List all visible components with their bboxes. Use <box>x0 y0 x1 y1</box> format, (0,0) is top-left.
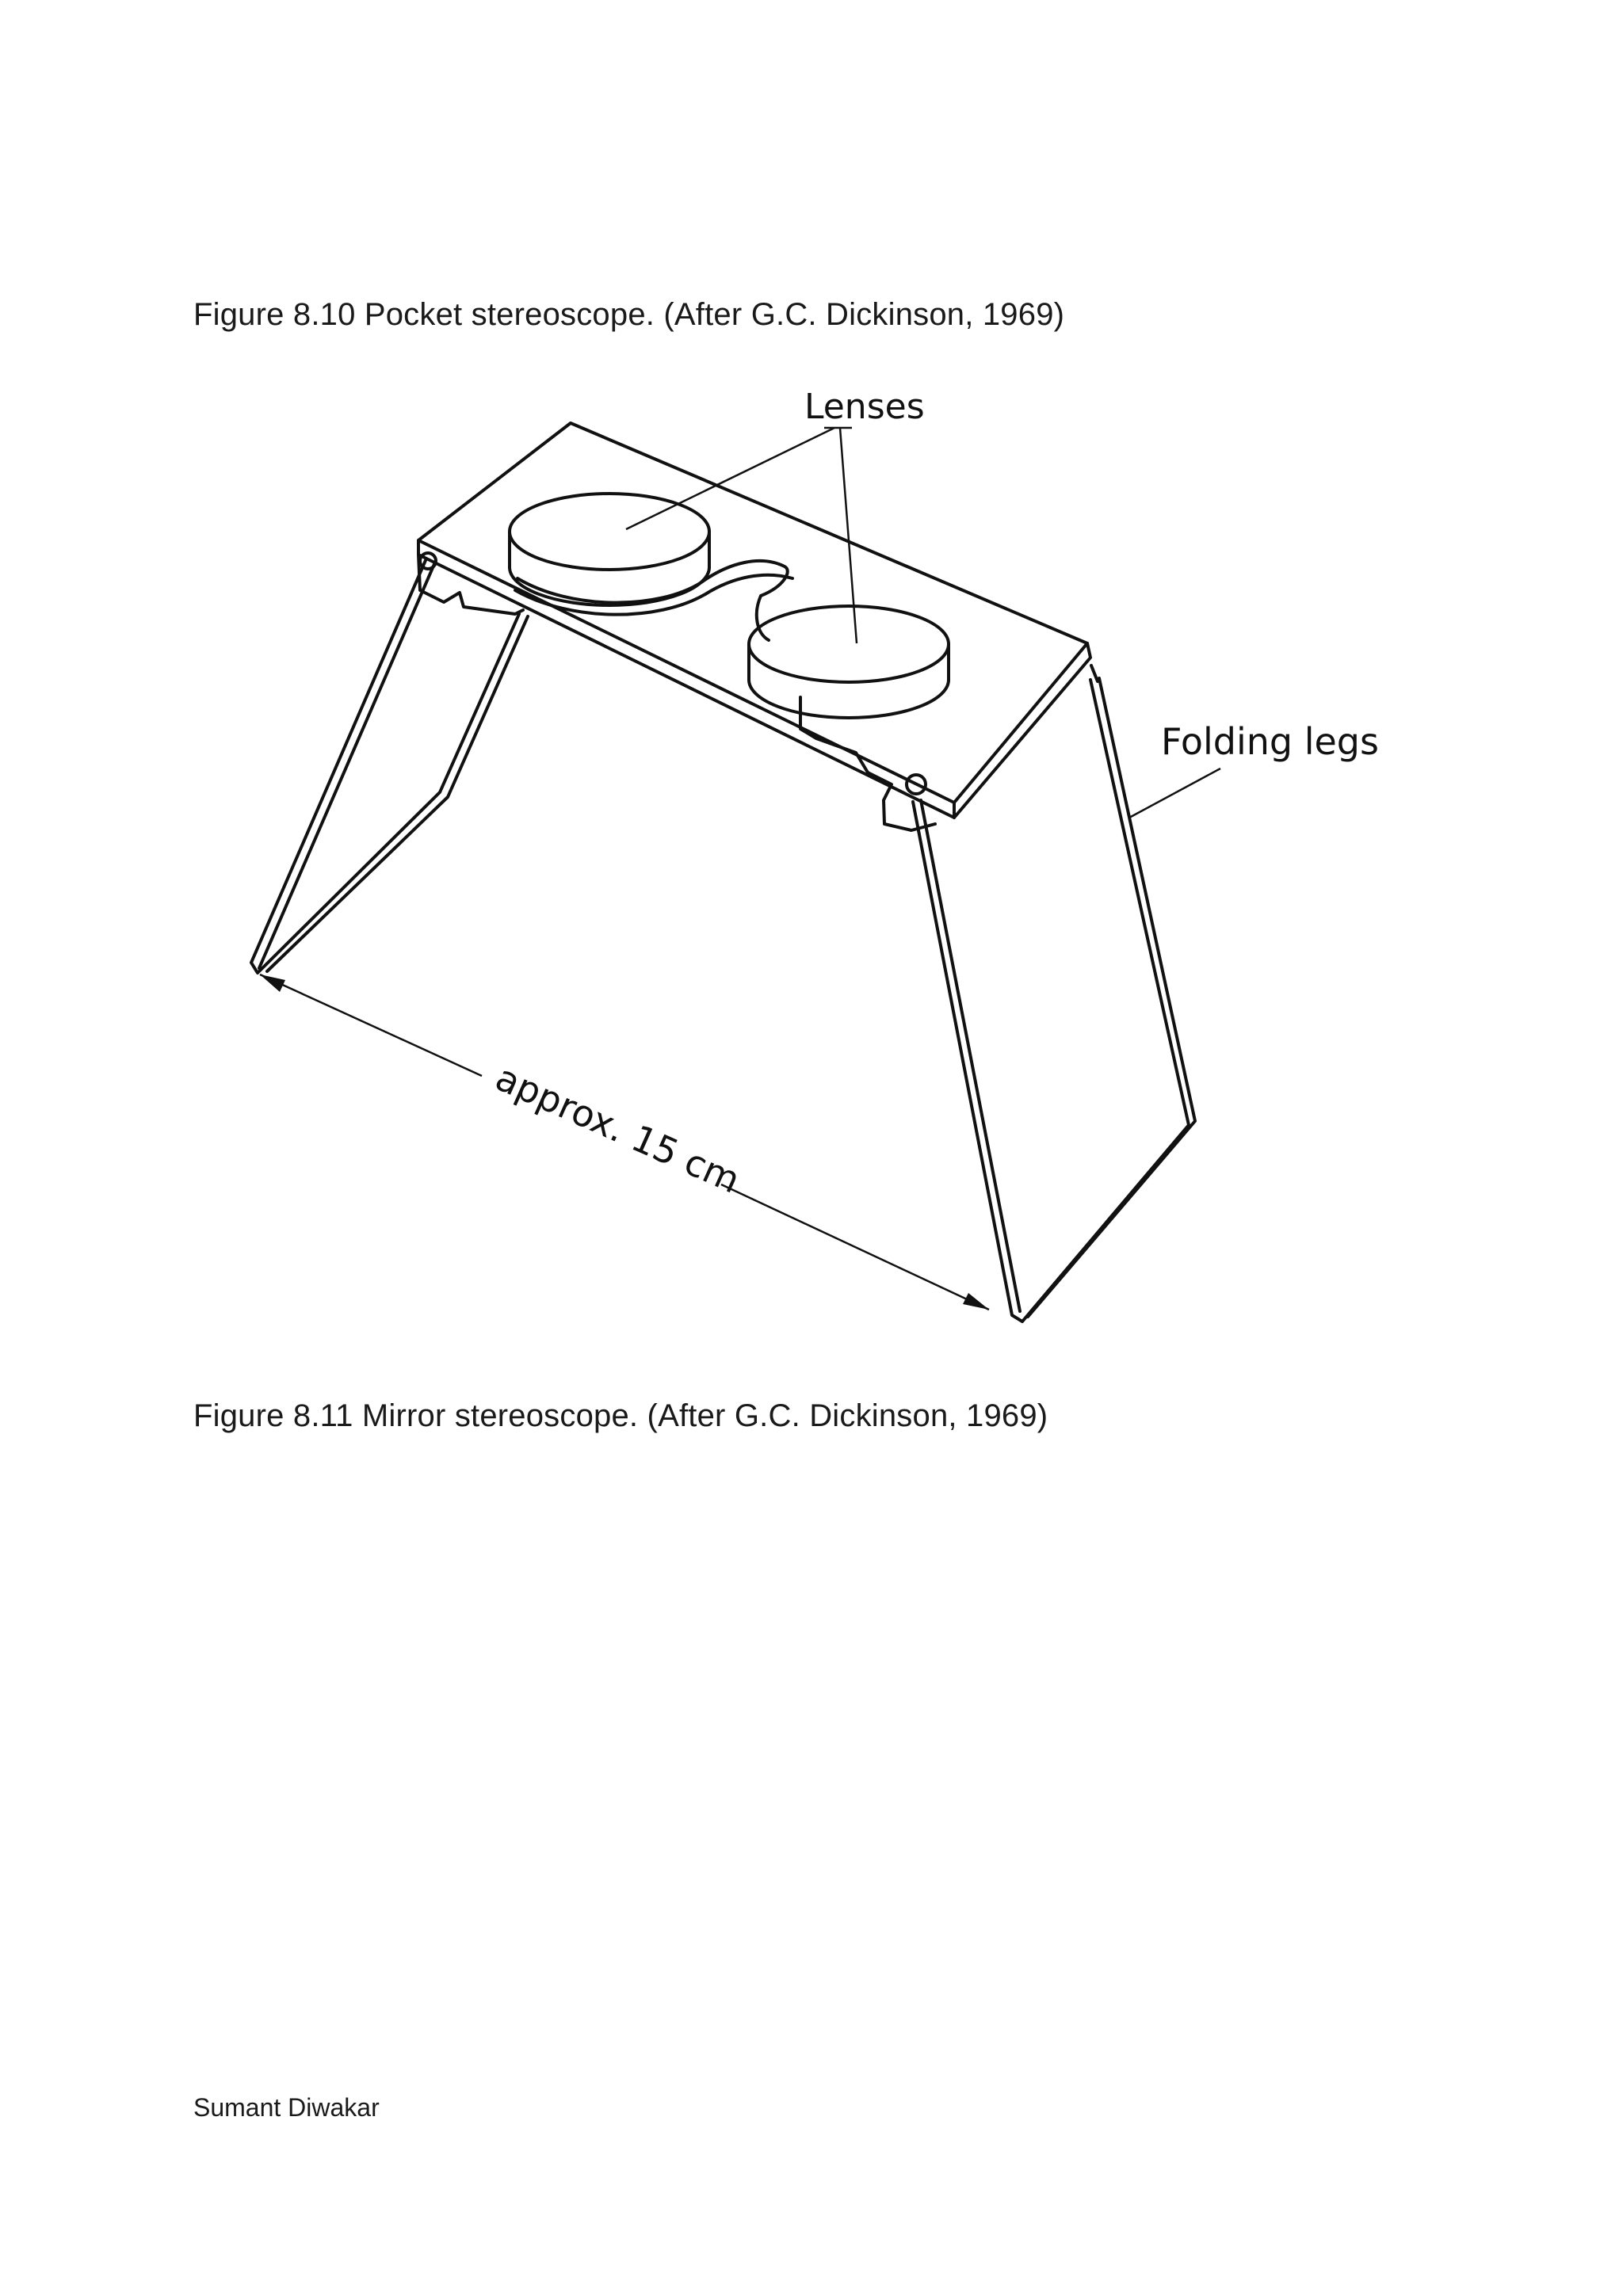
lenses-leader-right <box>838 427 858 644</box>
dimension-line-left <box>259 973 483 1077</box>
folding-legs-leader <box>1128 767 1221 819</box>
lens-holder-underside-cutout <box>516 559 789 642</box>
label-folding-legs: Folding legs <box>1161 720 1379 763</box>
label-dimension: approx. 15 cm <box>490 1056 747 1202</box>
dimension-line-right <box>720 1183 990 1311</box>
lens-holder-front-edge <box>417 539 956 819</box>
footer-author: Sumant Diwakar <box>193 2093 380 2122</box>
dimension-arrow-left <box>260 974 285 992</box>
figure-caption-8-10: Figure 8.10 Pocket stereoscope. (After G… <box>193 297 1065 332</box>
left-folding-leg <box>250 551 529 974</box>
figure-caption-8-11: Figure 8.11 Mirror stereoscope. (After G… <box>193 1398 1048 1433</box>
dimension-arrow-right <box>963 1293 989 1310</box>
lenses-leader-left <box>625 426 835 531</box>
right-lens <box>747 605 950 719</box>
right-folding-leg <box>905 664 1197 1323</box>
label-lenses: Lenses <box>804 387 925 427</box>
